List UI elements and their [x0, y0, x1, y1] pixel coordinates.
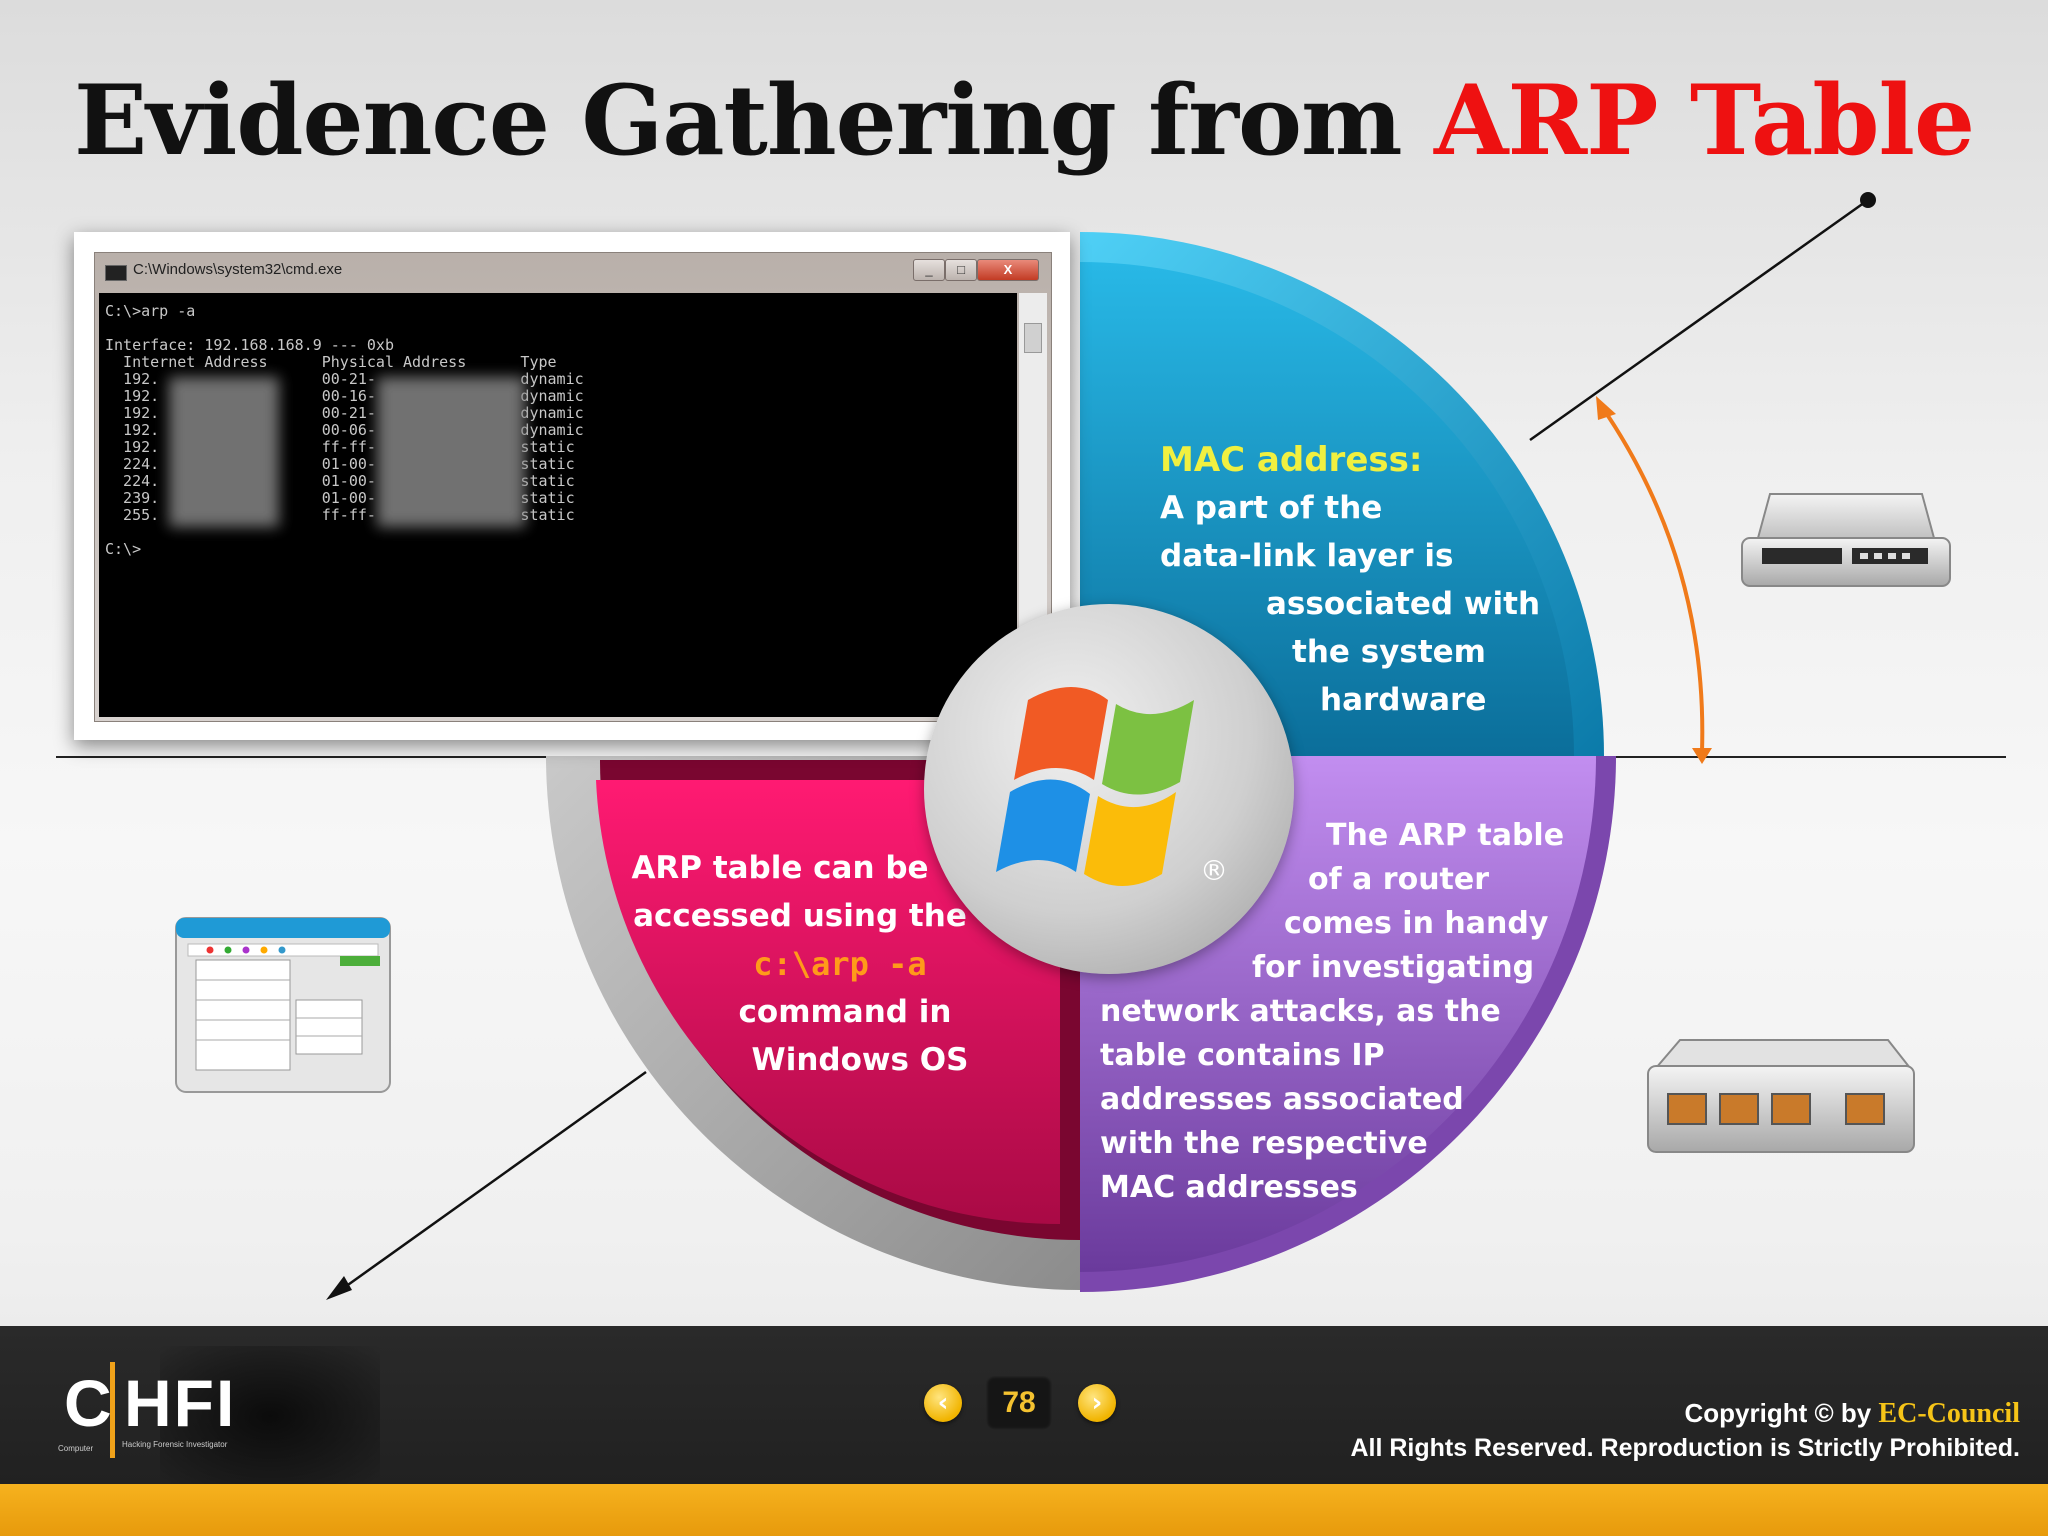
- window-frame: C:\Windows\system32\cmd.exe _ □ X C:\>ar…: [94, 252, 1052, 722]
- router-line-9: MAC addresses: [1100, 1170, 1358, 1205]
- access-line-1: ARP table can be: [631, 850, 929, 886]
- mac-line-4: the system: [1292, 634, 1486, 670]
- segment-arp-access: [596, 780, 1060, 1225]
- footer-glow: [160, 1346, 380, 1486]
- maximize-button[interactable]: □: [945, 259, 977, 281]
- windows-logo-icon: [996, 687, 1194, 886]
- registered-mark: ®: [1200, 854, 1228, 887]
- scrollbar-thumb[interactable]: [1024, 323, 1042, 353]
- access-line-4: command in: [738, 994, 952, 1030]
- console-text: C:\>arp -a Interface: 192.168.168.9 --- …: [105, 302, 584, 558]
- mac-line-5: hardware: [1320, 682, 1487, 718]
- router-line-8: with the respective: [1100, 1126, 1428, 1161]
- title-main: Evidence Gathering from: [73, 64, 1435, 177]
- rights-reserved: All Rights Reserved. Reproduction is Str…: [1350, 1434, 2020, 1462]
- orange-arrowhead-top: [1596, 396, 1616, 420]
- window-title: C:\Windows\system32\cmd.exe: [133, 261, 343, 278]
- mac-line-1: A part of the: [1160, 490, 1383, 526]
- chfi-logo: C HFI Computer Hacking Forensic Investig…: [58, 1356, 238, 1466]
- router-line-1: The ARP table: [1326, 818, 1565, 853]
- arp-command: c:\arp -a: [753, 945, 927, 983]
- copyright-brand: EC-Council: [1878, 1398, 2020, 1429]
- console-output: C:\>arp -a Interface: 192.168.168.9 --- …: [99, 293, 1017, 717]
- title-highlight: ARP Table: [1434, 64, 1975, 177]
- command-prompt-window: C:\Windows\system32\cmd.exe _ □ X C:\>ar…: [74, 232, 1070, 740]
- logo-subtitle-left: Computer: [58, 1444, 94, 1453]
- connector-line-top: [1529, 198, 1869, 442]
- connector-line-bottom: [337, 1070, 647, 1294]
- center-disc: [924, 604, 1294, 974]
- footer-gold-stripe: [0, 1484, 2048, 1536]
- network-modem-icon: [1741, 493, 1951, 587]
- footer-bar: [0, 1326, 2048, 1536]
- copyright-line: Copyright © by EC-Council: [1350, 1396, 2020, 1431]
- access-line-5: Windows OS: [751, 1042, 969, 1078]
- orange-arrowhead-bottom: [1692, 748, 1712, 764]
- copyright-prefix: Copyright © by: [1684, 1398, 1879, 1428]
- minimize-button[interactable]: _: [913, 259, 945, 281]
- window-titlebar: C:\Windows\system32\cmd.exe _ □ X: [95, 253, 1051, 291]
- redacted-ip-addresses: [169, 377, 279, 527]
- mac-heading: MAC address:: [1160, 440, 1423, 480]
- router-line-7: addresses associated: [1100, 1082, 1464, 1117]
- logo-subtitle-right: Hacking Forensic Investigator: [122, 1440, 228, 1449]
- copyright-notice: Copyright © by EC-Council All Rights Res…: [1350, 1396, 2020, 1465]
- cmd-app-icon: [105, 265, 127, 281]
- browser-window-icon: [175, 917, 391, 1093]
- arp-router-text: The ARP table of a router comes in handy…: [1100, 814, 1564, 1210]
- router-line-6: table contains IP: [1100, 1038, 1385, 1073]
- router-line-2: of a router: [1308, 862, 1490, 897]
- previous-slide-button[interactable]: ‹: [924, 1384, 962, 1422]
- mac-line-3: associated with: [1266, 586, 1541, 622]
- mac-address-text: MAC address: A part of the data-link lay…: [1160, 436, 1540, 724]
- arp-access-text: ARP table can be accessed using the c:\a…: [600, 844, 1020, 1084]
- page-number: 78: [986, 1376, 1052, 1430]
- network-switch-icon: [1647, 1039, 1915, 1153]
- logo-letters-hfi: HFI: [124, 1366, 237, 1440]
- logo-divider: [110, 1362, 115, 1458]
- logo-letter-c: C: [64, 1366, 112, 1440]
- mac-line-2: data-link layer is: [1160, 538, 1454, 574]
- router-line-3: comes in handy: [1284, 906, 1549, 941]
- redacted-mac-addresses: [377, 377, 525, 527]
- slide-title: Evidence Gathering from ARP Table: [0, 56, 2048, 186]
- access-line-2: accessed using the: [633, 898, 967, 934]
- arrowhead-bottom: [326, 1276, 352, 1300]
- orange-arc-arrow: [1598, 402, 1705, 753]
- connector-dot: [1860, 192, 1876, 208]
- close-button[interactable]: X: [977, 259, 1039, 281]
- router-line-4: for investigating: [1252, 950, 1535, 985]
- router-line-5: network attacks, as the: [1100, 994, 1501, 1029]
- next-slide-button[interactable]: ›: [1078, 1384, 1116, 1422]
